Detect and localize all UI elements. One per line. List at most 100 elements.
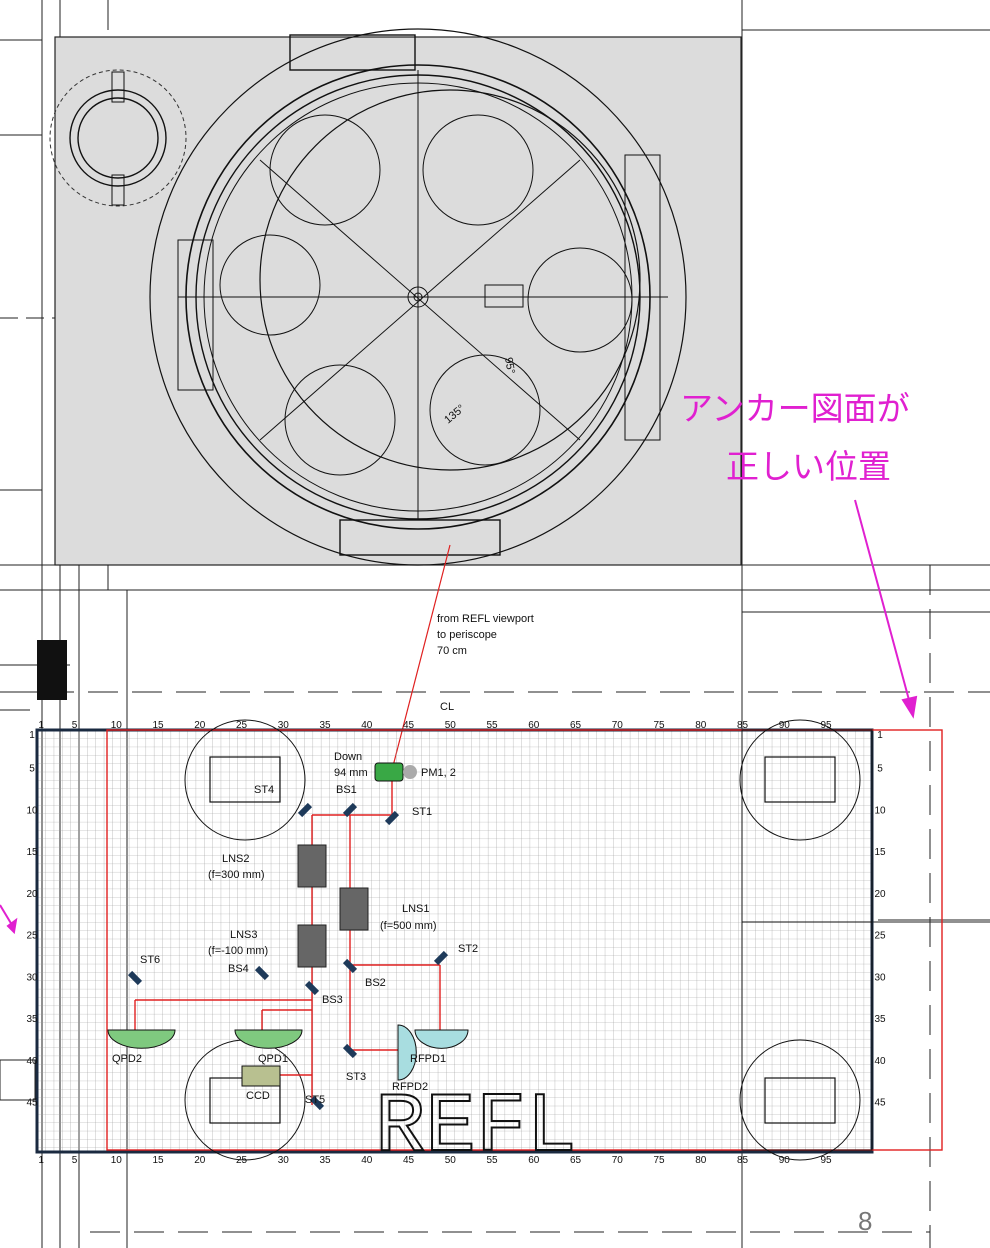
qpd1-detector [234, 1029, 303, 1049]
y-tick-label-left: 25 [26, 931, 38, 942]
periscope-note-line1: from REFL viewport [437, 613, 534, 625]
y-tick-label-left: 35 [26, 1014, 38, 1025]
svg-text:95°: 95° [502, 356, 517, 374]
annotation-line1: アンカー図面が [680, 389, 910, 428]
x-tick-label-top: 60 [528, 720, 540, 731]
x-tick-label-bottom: 25 [236, 1155, 248, 1166]
label-bs2: BS2 [365, 977, 386, 989]
x-tick-label-top: 55 [487, 720, 499, 731]
label-down: Down [334, 751, 362, 763]
x-tick-label-top: 20 [194, 720, 206, 731]
page-number: 8 [858, 1206, 873, 1236]
label-lns3-f: (f=-100 mm) [208, 945, 268, 957]
x-tick-label-top: 10 [111, 720, 123, 731]
label-st1: ST1 [412, 806, 432, 818]
x-tick-label-top: 30 [278, 720, 290, 731]
vacuum-chamber: 135° 95° [49, 28, 742, 566]
x-tick-label-top: 75 [654, 720, 666, 731]
label-bs1: BS1 [336, 784, 357, 796]
refl-table-title: REFL [375, 1081, 577, 1176]
x-tick-label-bottom: 15 [153, 1155, 165, 1166]
label-rfpd2: RFPD2 [392, 1081, 428, 1093]
ccd-camera [241, 1065, 281, 1087]
x-tick-label-top: 90 [779, 720, 791, 731]
y-tick-label-right: 1 [877, 730, 883, 741]
x-tick-label-bottom: 55 [487, 1155, 499, 1166]
label-qpd2: QPD2 [112, 1053, 142, 1065]
x-tick-label-bottom: 60 [528, 1155, 540, 1166]
y-tick-label-left: 30 [26, 972, 38, 983]
label-qpd1: QPD1 [258, 1053, 288, 1065]
annotation-line2: 正しい位置 [726, 447, 891, 486]
x-tick-label-top: 80 [695, 720, 707, 731]
x-tick-label-bottom: 30 [278, 1155, 290, 1166]
dark-block [37, 640, 67, 700]
label-pm: PM1, 2 [421, 767, 456, 779]
y-tick-label-right: 40 [874, 1056, 886, 1067]
label-st6: ST6 [140, 954, 160, 966]
x-tick-label-top: 65 [570, 720, 582, 731]
x-tick-label-bottom: 75 [654, 1155, 666, 1166]
y-tick-label-right: 20 [874, 889, 886, 900]
rfpd1-detector [414, 1029, 469, 1049]
x-tick-label-top: 15 [153, 720, 165, 731]
lenses [297, 844, 369, 968]
x-tick-label-bottom: 5 [72, 1155, 78, 1166]
periscope-note-line2: to periscope [437, 629, 497, 641]
qpd2-detector [107, 1029, 176, 1049]
label-bs3: BS3 [322, 994, 343, 1006]
label-ccd: CCD [246, 1090, 270, 1102]
label-bs4: BS4 [228, 963, 249, 975]
label-st5: ST5 [305, 1094, 325, 1106]
x-tick-label-bottom: 85 [737, 1155, 749, 1166]
x-tick-label-bottom: 10 [111, 1155, 123, 1166]
x-tick-label-top: 40 [361, 720, 373, 731]
x-tick-label-bottom: 35 [320, 1155, 332, 1166]
x-tick-label-top: 35 [320, 720, 332, 731]
x-tick-label-bottom: 1 [38, 1155, 44, 1166]
x-tick-label-bottom: 80 [695, 1155, 707, 1166]
left-annotation-arrow [0, 904, 18, 935]
label-lns1: LNS1 [402, 903, 430, 915]
x-tick-label-top: 70 [612, 720, 624, 731]
label-down-dist: 94 mm [334, 767, 368, 779]
steering-mirrors [127, 802, 449, 1111]
y-tick-label-left: 1 [29, 730, 35, 741]
x-tick-label-top: 85 [737, 720, 749, 731]
x-tick-label-bottom: 20 [194, 1155, 206, 1166]
label-lns3: LNS3 [230, 929, 258, 941]
x-tick-label-bottom: 65 [570, 1155, 582, 1166]
y-tick-label-left: 10 [26, 805, 38, 816]
x-tick-label-top: 1 [38, 720, 44, 731]
y-tick-label-right: 15 [874, 847, 886, 858]
x-tick-label-bottom: 50 [445, 1155, 457, 1166]
pm-photodiode [374, 762, 417, 782]
rfpd2-detector [397, 1024, 417, 1081]
x-tick-label-bottom: 40 [361, 1155, 373, 1166]
y-tick-label-right: 30 [874, 972, 886, 983]
y-tick-label-right: 35 [874, 1014, 886, 1025]
y-tick-label-right: 5 [877, 764, 883, 775]
label-rfpd1: RFPD1 [410, 1053, 446, 1065]
y-tick-label-left: 5 [29, 764, 35, 775]
periscope-note-line3: 70 cm [437, 645, 467, 657]
y-tick-label-right: 45 [874, 1098, 886, 1109]
label-lns2-f: (f=300 mm) [208, 869, 265, 881]
y-tick-label-left: 45 [26, 1098, 38, 1109]
label-st3: ST3 [346, 1071, 366, 1083]
x-tick-label-bottom: 45 [403, 1155, 415, 1166]
x-tick-label-top: 95 [821, 720, 833, 731]
x-tick-label-top: 50 [445, 720, 457, 731]
x-tick-label-top: 45 [403, 720, 415, 731]
x-tick-label-bottom: 70 [612, 1155, 624, 1166]
label-lns2: LNS2 [222, 853, 250, 865]
x-tick-label-top: 5 [72, 720, 78, 731]
annotation-arrow [854, 499, 918, 719]
y-tick-label-left: 15 [26, 847, 38, 858]
